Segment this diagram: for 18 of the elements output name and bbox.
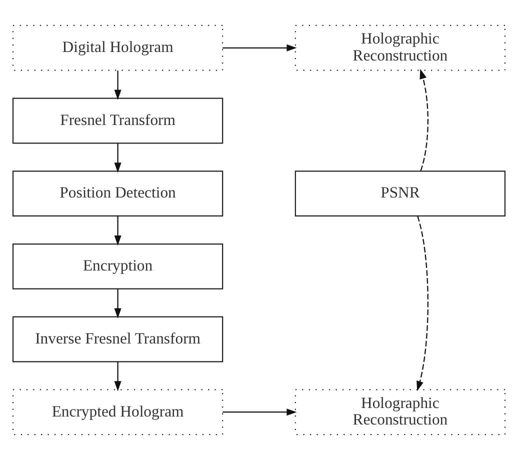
node-box: Inverse Fresnel Transform bbox=[12, 316, 224, 362]
arrow bbox=[222, 44, 297, 51]
node-box: Holographic Reconstruction bbox=[294, 388, 506, 435]
arrow bbox=[416, 216, 428, 391]
arrow bbox=[420, 68, 428, 170]
arrow bbox=[222, 408, 297, 416]
node-box: PSNR bbox=[294, 170, 506, 216]
arrow bbox=[114, 216, 122, 246]
arrow bbox=[114, 361, 122, 391]
node-box: Encrypted Hologram bbox=[12, 388, 224, 435]
arrow bbox=[114, 142, 122, 172]
arrow bbox=[114, 288, 122, 318]
node-box: Fresnel Transform bbox=[12, 97, 224, 144]
node-box: Position Detection bbox=[12, 170, 224, 216]
arrow bbox=[114, 70, 122, 100]
node-box: Encryption bbox=[12, 242, 224, 289]
node-box: Digital Hologram bbox=[12, 24, 224, 70]
node-box: Holographic Reconstruction bbox=[294, 24, 506, 70]
